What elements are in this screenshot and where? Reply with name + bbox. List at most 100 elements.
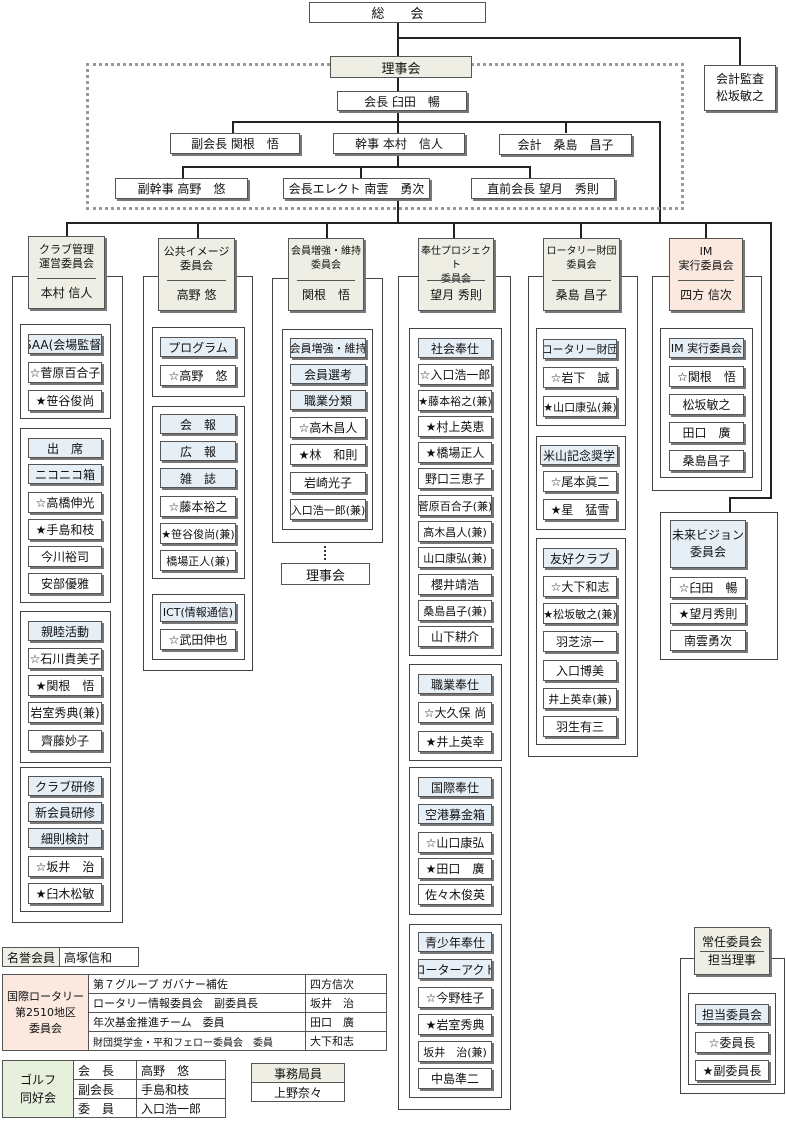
district-name-1: 坂井 治: [305, 993, 387, 1013]
group-c1-head-0: SAA(会場監督): [28, 334, 102, 354]
pr-committee-chair: 高野 悠: [176, 288, 217, 302]
past-president-box: 直前会長 望月 秀則: [471, 178, 615, 199]
group-f1-member-1: ★山口康弘(兼): [543, 396, 617, 417]
deputy-secretary-box: 副幹事 高野 悠: [115, 178, 248, 199]
group-s1-member-3: ★橋場正人: [418, 442, 492, 463]
im-committee-title-2: 実行委員会: [678, 259, 734, 272]
president-box: 会長 臼田 暢: [337, 91, 467, 111]
vice-president-box: 副会長 関根 悟: [170, 133, 300, 154]
group-c4-member-1: ★臼木松敏: [28, 883, 102, 904]
group-p3-head-0: ICT(情報通信): [160, 602, 236, 622]
group-i1-member-0: ☆関根 悟: [669, 366, 744, 387]
office-label: 事務局員: [251, 1063, 345, 1083]
group-f3-member-4: 井上英幸(兼): [543, 688, 617, 709]
group-s3-member-0: ☆山口康弘: [418, 832, 492, 853]
group-v1-member-0: ☆臼田 暢: [670, 577, 746, 598]
group-s3-member-2: 佐々木俊英: [418, 884, 492, 905]
group-s1-member-1: ★藤本裕之(兼): [418, 390, 492, 411]
group-c3-head-0: 親睦活動: [28, 621, 102, 641]
district-role-3: 財団奨学金・平和フェロー委員会 委員: [88, 1031, 306, 1051]
president-elect-box: 会長エレクト 南雲 勇次: [283, 178, 430, 199]
group-s4-head-0: 青少年奉仕: [418, 932, 492, 952]
group-f3-head-0: 友好クラブ: [543, 548, 617, 568]
group-c4-head-2: 細則検討: [28, 828, 102, 848]
group-c3-member-1: ★関根 悟: [28, 675, 102, 696]
group-c3-member-3: 齊藤妙子: [28, 730, 102, 751]
group-m1-member-2: 岩崎光子: [290, 472, 366, 493]
membership-committee-header: 会員増強・維持委員会 関根 悟: [288, 238, 364, 311]
group-i1-member-1: 松坂敏之: [669, 394, 744, 415]
group-f3-member-1: ★松坂敏之(兼): [543, 603, 617, 624]
treasurer-box: 会計 桑島 昌子: [499, 134, 632, 155]
vertical-dots: [324, 546, 326, 560]
group-s1-member-2: ★村上英恵: [418, 416, 492, 437]
group-c1-member-0: ☆菅原百合子: [28, 362, 102, 383]
group-m1-member-3: 入口浩一郎(兼): [290, 499, 366, 520]
standing-legend-sub: 担当理事: [700, 950, 764, 969]
group-m1-head-0: 会員増強・維持: [290, 338, 366, 358]
group-m1-head-2: 職業分類: [290, 390, 366, 410]
group-v1-member-1: ★望月秀則: [670, 603, 746, 624]
group-s1-member-9: 桑島昌子(兼): [418, 600, 492, 621]
service-committee-header: 奉仕プロジェクト委員会 望月 秀則: [418, 238, 494, 311]
group-m1-member-1: ★林 和則: [290, 444, 366, 465]
group-s1-member-7: 山口康弘(兼): [418, 547, 492, 568]
group-f3-member-5: 羽生有三: [543, 716, 617, 737]
group-f2-member-1: ★星 猛雪: [543, 499, 617, 520]
district-name-3: 大下和志: [305, 1031, 387, 1051]
group-f3-member-0: ☆大下和志: [543, 576, 617, 597]
golf-role-0: 会 長: [73, 1060, 137, 1080]
foundation-committee-title-2: 委員会: [566, 260, 597, 271]
board-box: 理事会: [330, 56, 472, 78]
group-s1-head-0: 社会奉仕: [418, 338, 492, 358]
group-c3-member-2: 岩室秀典(兼): [28, 702, 102, 723]
group-c2-member-2: 今川裕司: [28, 546, 102, 567]
pr-committee-header: 公共イメージ委員会 高野 悠: [158, 238, 235, 311]
group-v1-member-2: 南雲勇次: [670, 630, 746, 651]
service-committee-title-2: 委員会: [441, 274, 471, 285]
honorary-name: 高塚信和: [59, 947, 140, 967]
foundation-committee-title-1: ロータリー財団: [546, 246, 617, 257]
group-s3-member-1: ★田口 廣: [418, 858, 492, 879]
golf-label-2: 同好会: [19, 1091, 56, 1105]
group-s2-member-1: ★井上英幸: [418, 731, 492, 752]
office-name: 上野奈々: [251, 1082, 345, 1102]
future-committee-title-1: 未来ビジョン: [671, 528, 744, 542]
group-s1-member-6: 高木昌人(兼): [418, 521, 492, 542]
group-s2-head-0: 職業奉仕: [418, 674, 492, 694]
golf-role-1: 副会長: [73, 1079, 137, 1099]
general-meeting-box: 総 会: [309, 2, 486, 23]
group-m1-head-1: 会員選考: [290, 364, 366, 384]
group-i1-head-0: IM 実行委員会: [669, 338, 744, 358]
club-committee-title-2: 運営委員会: [39, 257, 94, 270]
group-i1-member-2: 田口 廣: [669, 422, 744, 443]
district-role-1: ロータリー情報委員会 副委員長: [88, 993, 306, 1013]
service-committee-title-1: 奉仕プロジェクト: [421, 246, 491, 271]
service-committee-chair: 望月 秀則: [430, 288, 482, 302]
group-s3-head-1: 空港募金箱: [418, 804, 492, 824]
group-c4-head-1: 新会員研修: [28, 802, 102, 822]
group-p2-head-2: 雑 誌: [160, 468, 236, 488]
group-m1-member-0: ☆高木昌人: [290, 417, 366, 438]
group-p1-member-0: ☆高野 悠: [160, 365, 236, 386]
group-s4-member-0: ☆今野桂子: [418, 987, 492, 1008]
im-committee-title-1: IM: [699, 245, 713, 258]
group-p1-head-0: プログラム: [160, 337, 236, 357]
district-label-3: 委員会: [29, 1021, 62, 1035]
standing-legend-title: 常任委員会: [701, 934, 762, 949]
foundation-committee-chair: 桑島 昌子: [555, 288, 608, 302]
group-s1-member-0: ☆入口浩一郎: [418, 364, 492, 385]
club-committee-header: クラブ管理運営委員会 本村 信人: [28, 236, 105, 309]
membership-committee-chair: 関根 悟: [301, 288, 350, 302]
auditor-name: 松坂敏之: [715, 89, 764, 103]
standing-legend-member-1: ★副委員長: [695, 1060, 769, 1081]
group-s1-member-10: 山下耕介: [418, 626, 492, 647]
future-committee-header: 未来ビジョン 委員会: [670, 520, 746, 568]
membership-committee-title-2: 委員会: [311, 260, 341, 271]
club-committee-title-1: クラブ管理: [39, 243, 94, 256]
club-committee-chair: 本村 信人: [40, 286, 93, 300]
group-c3-member-0: ☆石川貴美子: [28, 648, 102, 669]
golf-table: ゴルフ 同好会 会 長 高野 悠 副会長 手島和枝 委 員 入口浩一郎: [2, 1060, 226, 1118]
group-s4-member-1: ★岩室秀典: [418, 1014, 492, 1035]
